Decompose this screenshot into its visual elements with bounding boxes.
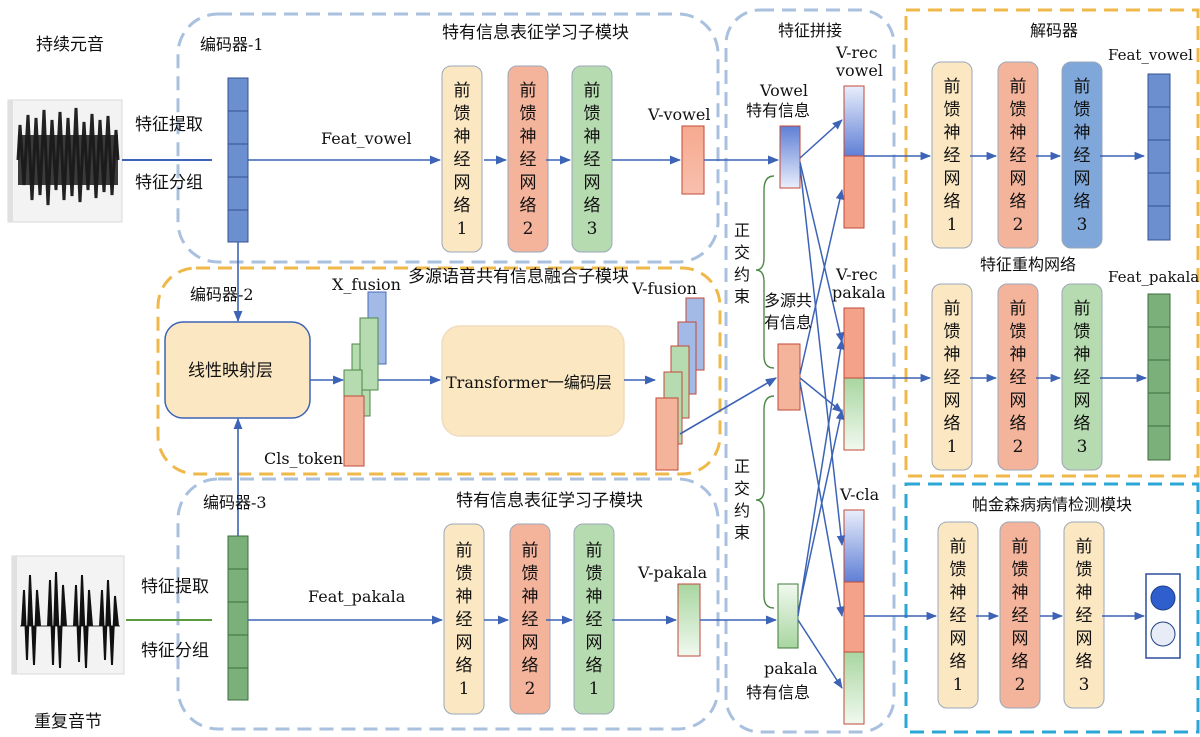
feature-concat-title: 特征拼接 [778, 21, 842, 40]
pakala-specific-vector [778, 584, 798, 648]
shared-vector [778, 344, 800, 410]
v-cla-vector [844, 510, 864, 724]
v-fusion-label: V-fusion [631, 279, 697, 298]
feat-group-bottom-label: 特征分组 [141, 641, 209, 661]
sustained-vowel-label: 持续元音 [36, 35, 104, 55]
v-rec-vowel-label-2: vowel [835, 61, 883, 80]
v-rec-vowel-vector [844, 86, 864, 228]
v-rec-pakala-label-1: V-rec [835, 265, 878, 284]
v-vowel-vector [682, 126, 704, 194]
vowel-specific-label-1: Vowel [759, 81, 808, 100]
svg-text:正交约束: 正交约束 [734, 457, 750, 542]
x-fusion-stack [344, 292, 386, 466]
specific-module-bottom-title: 特有信息表征学习子模块 [456, 491, 643, 511]
ortho-brace-bottom [756, 396, 774, 608]
transformer-label: Transformer一编码层 [446, 373, 612, 392]
pakala-specific-label-2: 特有信息 [746, 683, 810, 702]
feat-group-top-label: 特征分组 [135, 173, 203, 193]
ortho-brace-top [756, 176, 774, 368]
feat-vowel-output-column [1148, 74, 1170, 240]
feat-vowel-out-label: Feat_vowel [1108, 46, 1193, 64]
repeated-syllable-label: 重复音节 [34, 712, 102, 732]
feat-pakala-label: Feat_pakala [308, 587, 406, 606]
pd-module-title: 帕金森病病情检测模块 [972, 495, 1132, 514]
v-rec-pakala-label-2: pakala [832, 283, 886, 302]
feat-extract-top-label: 特征提取 [135, 115, 203, 135]
feat-pakala-out-label: Feat_pakala [1108, 268, 1199, 286]
concat-arrows [798, 120, 842, 688]
class-circle-positive [1151, 586, 1175, 610]
class-circle-negative [1151, 622, 1175, 646]
feat-vowel-label: Feat_vowel [321, 129, 412, 148]
feat-pakala-output-column [1148, 294, 1170, 460]
feat-extract-bottom-label: 特征提取 [141, 577, 209, 597]
waveform-syllable-image [12, 556, 124, 674]
ffn-label: 前馈神经网络2 [522, 541, 539, 699]
encoder-1-label: 编码器-1 [200, 35, 264, 54]
encoder-3-column [228, 536, 248, 700]
v-cla-label: V-cla [839, 485, 880, 504]
recon-network-title: 特征重构网络 [980, 255, 1076, 274]
ortho-label-bottom: 正交约束 [734, 457, 750, 542]
classification-output [1146, 574, 1180, 658]
svg-text:正交约束: 正交约束 [734, 221, 750, 306]
vowel-specific-vector [780, 126, 800, 188]
fusion-module-title: 多源语音共有信息融合子模块 [408, 267, 629, 287]
linear-layer-label: 线性映射层 [188, 361, 273, 381]
v-rec-pakala-vector [844, 308, 864, 450]
encoder-1-column [228, 78, 248, 242]
shared-label-1: 多源共 [764, 291, 812, 310]
shared-label-2: 有信息 [764, 313, 812, 332]
specific-module-top-title: 特有信息表征学习子模块 [442, 23, 629, 43]
v-pakala-vector [678, 584, 700, 656]
waveform-vowel-image [8, 100, 122, 222]
encoder-3-label: 编码器-3 [203, 493, 267, 512]
v-fusion-stack [656, 298, 704, 470]
v-vowel-label: V-vowel [647, 105, 710, 124]
v-rec-vowel-label-1: V-rec [835, 43, 878, 62]
ortho-label-top: 正交约束 [734, 221, 750, 306]
cls-token-label: Cls_token [264, 449, 343, 468]
decoder-title: 解码器 [1030, 21, 1078, 40]
x-fusion-label: X_fusion [332, 275, 401, 294]
vowel-specific-label-2: 特有信息 [746, 101, 810, 120]
pakala-specific-label-1: pakala [764, 659, 818, 678]
v-pakala-label: V-pakala [637, 563, 708, 582]
encoder-2-label: 编码器-2 [190, 285, 254, 304]
